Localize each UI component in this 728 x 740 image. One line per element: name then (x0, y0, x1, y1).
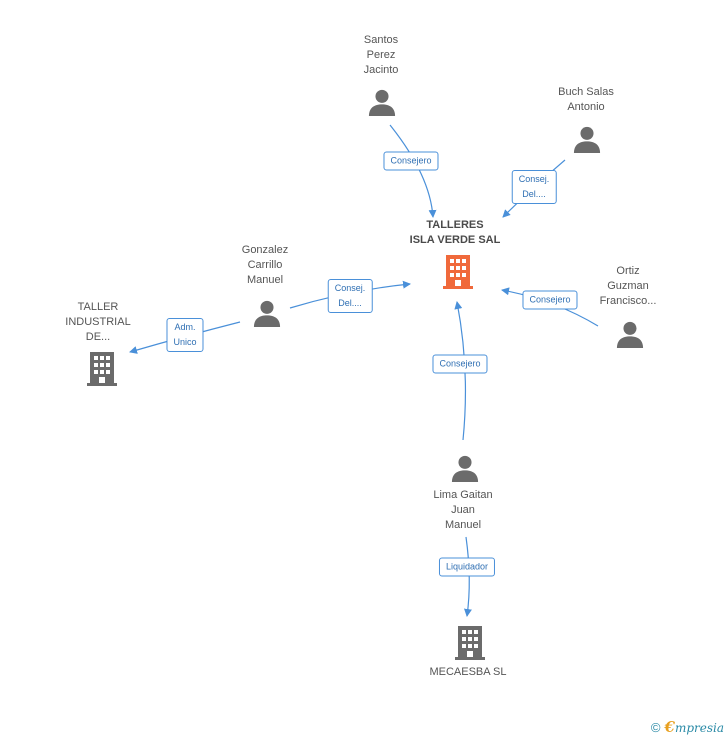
empresia-logo[interactable]: €mpresia (665, 718, 725, 736)
node-taller-label[interactable]: TALLER INDUSTRIAL DE... (65, 301, 131, 343)
person-icon[interactable] (451, 455, 479, 482)
edge-gonzalez-taller-label: Adm. Unico (166, 318, 204, 352)
empresia-logo-text: mpresia (674, 721, 724, 735)
node-main-label[interactable]: TALLERES ISLA VERDE SAL (409, 219, 501, 246)
node-gonzalez-label[interactable]: Gonzalez Carrillo Manuel (241, 244, 289, 286)
node-buch-label[interactable]: Buch Salas Antonio (558, 86, 614, 113)
edge-lima-main-label: Consejero (432, 354, 488, 374)
edge-gonzalez-main-label: Consej. Del.... (327, 279, 373, 313)
edge-santos-main (389, 124, 437, 218)
copyright-symbol: © (650, 719, 661, 735)
edge-lima-mecaesba (463, 536, 472, 617)
node-ortiz-label[interactable]: Ortiz Guzman Francisco... (599, 265, 657, 307)
person-icon[interactable] (616, 321, 644, 348)
empresia-logo-e: € (664, 718, 675, 736)
person-icon[interactable] (368, 89, 396, 116)
edge-lima-mecaesba-label: Liquidador (438, 557, 496, 577)
footer-brand: © €mpresia (651, 718, 724, 736)
node-santos-label[interactable]: Santos Perez Jacinto (363, 34, 399, 76)
edge-santos-main-label: Consejero (383, 151, 439, 171)
edge-ortiz-main-label: Consejero (522, 290, 578, 310)
node-lima-label[interactable]: Lima Gaitan Juan Manuel (433, 489, 493, 531)
building-icon[interactable] (443, 255, 473, 289)
building-icon[interactable] (455, 626, 485, 660)
node-mecaesba-label[interactable]: MECAESBA SL (429, 666, 507, 678)
building-icon[interactable] (87, 352, 117, 386)
person-icon[interactable] (573, 126, 601, 153)
edge-buch-main-label: Consej. Del.... (511, 170, 557, 204)
person-icon[interactable] (253, 300, 281, 327)
